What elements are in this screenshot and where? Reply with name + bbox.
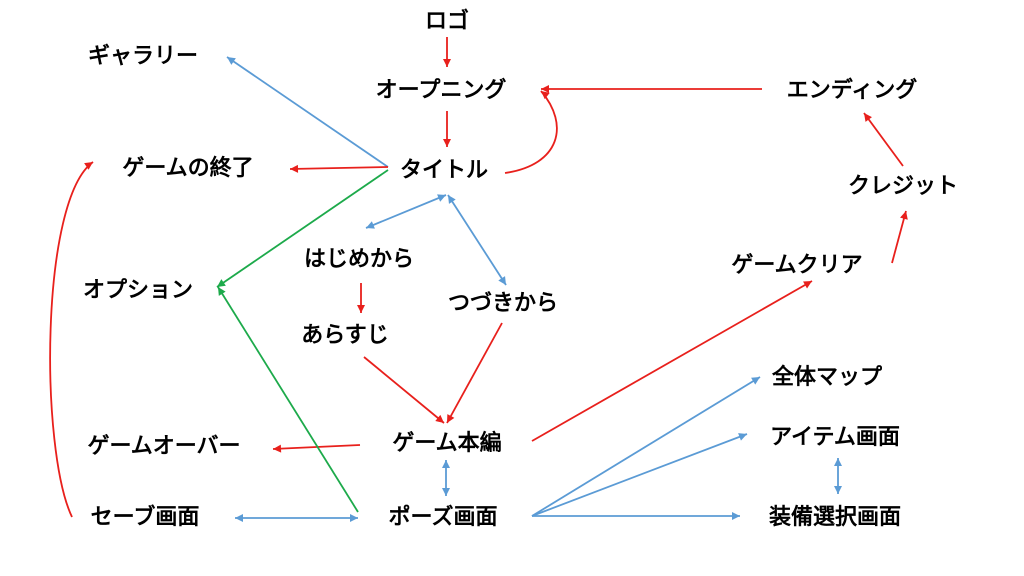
arrow-game-main-to-game-over-head [273, 444, 282, 453]
arrow-pause-to-equip-screen-head [732, 512, 740, 520]
arrow-pause-to-save-tail-head [350, 514, 358, 522]
arrow-game-main-to-pause-head [442, 488, 450, 496]
node-game-exit: ゲームの終了 [122, 156, 254, 181]
arrow-credits-to-ending-head [864, 113, 872, 122]
node-title: タイトル [399, 158, 489, 183]
arrow-title-to-new-game-tail-head [437, 194, 446, 202]
arrow-title-to-opening [504, 90, 558, 174]
node-game-main: ゲーム本編 [392, 431, 502, 456]
arrow-pause-to-item-screen [531, 433, 748, 517]
arrow-pause-to-world-map-head [751, 377, 760, 385]
arrow-ending-to-opening-head [541, 85, 549, 93]
arrow-title-to-new-game-head [366, 221, 375, 229]
arrow-title-to-opening-head [541, 91, 550, 100]
arrow-save-to-game-exit [49, 161, 94, 518]
arrow-credits-to-ending [863, 112, 904, 167]
arrow-game-main-to-game-clear-head [803, 281, 812, 289]
arrow-logo-to-opening-head [443, 59, 451, 67]
arrow-pause-to-save-head [235, 514, 243, 522]
arrow-title-to-continue-head [498, 276, 506, 285]
arrow-title-to-option-head [217, 279, 226, 287]
arrow-game-main-to-pause-tail-head [442, 460, 450, 468]
arrow-synopsis-to-game-main [363, 356, 445, 424]
node-option: オプション [82, 278, 194, 303]
node-item-screen: アイテム画面 [770, 425, 900, 450]
arrow-pause-to-option [217, 286, 359, 513]
node-synopsis: あらすじ [301, 323, 389, 348]
node-game-clear: ゲームクリア [731, 253, 863, 278]
node-ending: エンディング [786, 78, 918, 103]
arrow-title-to-game-exit [289, 166, 389, 170]
arrow-pause-to-option-head [218, 287, 226, 296]
node-logo: ロゴ [424, 9, 470, 34]
arrow-continue-to-game-main [446, 322, 503, 424]
arrow-title-to-continue-tail-head [448, 195, 456, 204]
node-gallery: ギャラリー [87, 44, 199, 69]
node-credits: クレジット [847, 174, 959, 199]
arrow-item-screen-to-equip-screen-head [834, 486, 842, 494]
arrow-item-screen-to-equip-screen-tail-head [834, 458, 842, 466]
arrow-game-clear-to-credits [891, 210, 907, 264]
arrow-pause-to-world-map [531, 376, 761, 517]
arrow-title-to-continue [447, 194, 507, 286]
arrow-title-to-option [216, 169, 389, 288]
arrow-game-main-to-game-clear [531, 280, 813, 442]
arrow-title-to-gallery-head [227, 57, 236, 65]
node-pause: ポーズ画面 [388, 505, 498, 530]
arrow-title-to-new-game [365, 194, 447, 229]
arrow-save-to-game-exit-head [84, 162, 93, 170]
arrow-continue-to-game-main-head [447, 414, 455, 423]
node-game-over: ゲームオーバー [87, 434, 241, 459]
arrow-game-clear-to-credits-head [900, 211, 908, 220]
arrow-title-to-gallery [226, 56, 389, 168]
arrow-new-game-to-synopsis-head [357, 305, 365, 313]
node-new-game: はじめから [303, 247, 415, 272]
node-equip-screen: 装備選択画面 [768, 505, 902, 530]
arrow-synopsis-to-game-main-head [435, 414, 444, 423]
node-save: セーブ画面 [90, 505, 200, 530]
arrow-title-to-game-exit-head [290, 164, 299, 173]
arrow-opening-to-title-head [443, 139, 451, 147]
node-world-map: 全体マップ [771, 365, 883, 390]
node-continue: つづきから [447, 291, 559, 316]
arrow-pause-to-item-screen-head [738, 433, 747, 441]
node-opening: オープニング [375, 78, 507, 103]
